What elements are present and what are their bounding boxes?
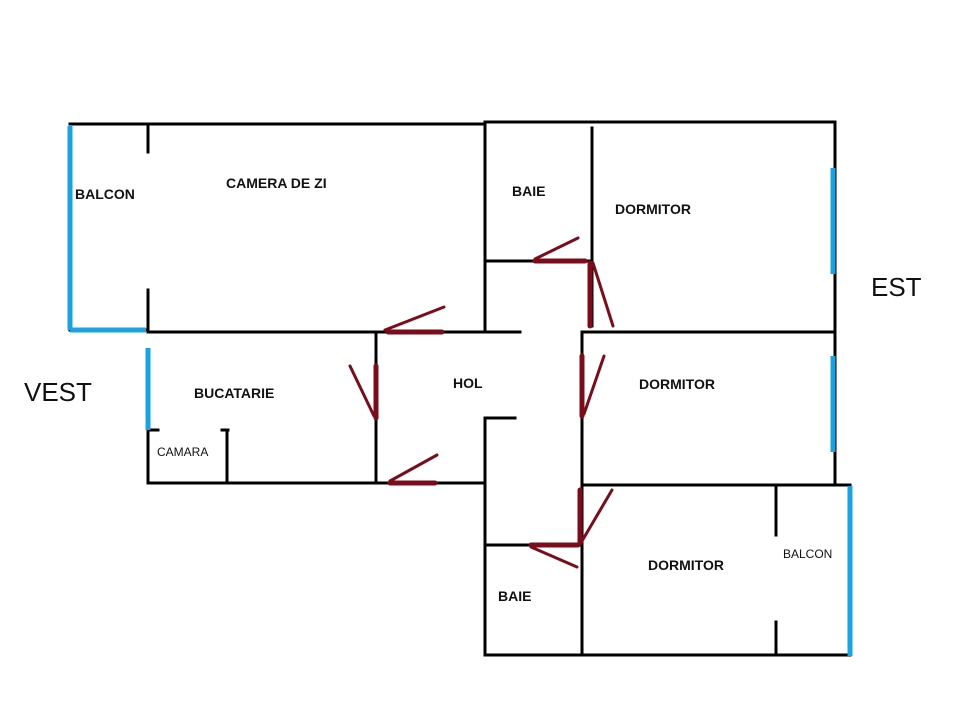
room-label-balcon-east: BALCON — [783, 547, 832, 561]
room-label-dormitor-middle: DORMITOR — [639, 376, 715, 392]
door-swing — [529, 545, 579, 569]
room-label-bucatarie: BUCATARIE — [194, 385, 274, 401]
door-swing — [580, 488, 614, 543]
room-label-dormitor-top: DORMITOR — [615, 201, 691, 217]
door-swing — [388, 453, 439, 483]
room-label-balcon-west: BALCON — [75, 186, 135, 202]
room-label-baie-top: BAIE — [512, 183, 545, 199]
door-swing — [591, 261, 615, 328]
room-label-baie-bottom: BAIE — [498, 588, 531, 604]
room-label-camera-de-zi: CAMERA DE ZI — [226, 175, 327, 191]
windows — [67, 126, 853, 656]
door-swing — [533, 236, 580, 261]
room-label-camara: CAMARA — [157, 445, 208, 459]
room-label-dormitor-bottom: DORMITOR — [648, 557, 724, 573]
door-swing — [383, 305, 446, 332]
door-swing — [582, 354, 606, 416]
door-swing — [348, 364, 376, 418]
doors — [348, 236, 615, 569]
labels: VEST EST BALCON CAMERA DE ZI BAIE DORMIT… — [24, 175, 922, 604]
room-label-hol: HOL — [453, 375, 483, 391]
compass-east: EST — [871, 272, 922, 302]
compass-west: VEST — [24, 377, 92, 407]
